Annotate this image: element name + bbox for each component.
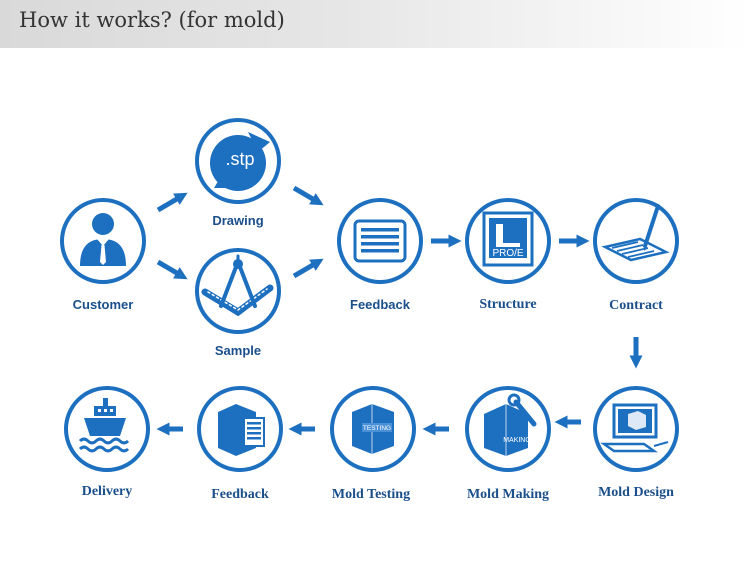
svg-text:.stp: .stp <box>225 149 254 169</box>
cargo-ship-icon <box>78 398 130 453</box>
drawing-label: Drawing <box>212 213 264 228</box>
mold-making-label: Mold Making <box>466 487 550 502</box>
delivery-label: Delivery <box>81 484 133 499</box>
arrow-customer-to-sample <box>156 259 188 280</box>
page-title: How it works? (for mold) <box>19 8 285 32</box>
pen-signature-icon <box>601 204 670 262</box>
svg-text:TESTING: TESTING <box>363 425 391 432</box>
sample-circle <box>195 248 281 334</box>
monitor-design-icon <box>600 403 669 453</box>
stp-file-icon: .stp <box>210 132 270 191</box>
arrow-drawing-to-feedback <box>292 185 324 206</box>
mold-report-icon <box>218 404 265 456</box>
mold-testing-label: Mold Testing <box>331 487 411 502</box>
svg-text:MAKING: MAKING <box>503 437 531 444</box>
customer-person-icon <box>80 213 126 266</box>
sample-label: Sample <box>214 343 262 358</box>
page-header: How it works? (for mold) <box>0 0 752 48</box>
mold-testing-icon: TESTING <box>352 404 394 454</box>
customer-label: Customer <box>72 297 134 312</box>
mold-making-icon: MAKING <box>484 393 537 456</box>
structure-label: Structure <box>479 297 537 312</box>
mold-design-label: Mold Design <box>598 485 674 500</box>
feedback-top-label: Feedback <box>350 297 410 312</box>
arrow-sample-to-feedback <box>292 258 324 279</box>
arrow-customer-to-drawing <box>156 192 188 213</box>
feedback-bottom-label: Feedback <box>211 487 269 502</box>
document-lines-icon <box>353 219 407 263</box>
svg-text:PRO/E: PRO/E <box>492 248 523 259</box>
feedback-top-circle <box>337 198 423 284</box>
proe-software-icon: PRO/E <box>482 211 534 267</box>
compass-square-icon <box>201 254 274 317</box>
contract-label: Contract <box>609 298 663 313</box>
